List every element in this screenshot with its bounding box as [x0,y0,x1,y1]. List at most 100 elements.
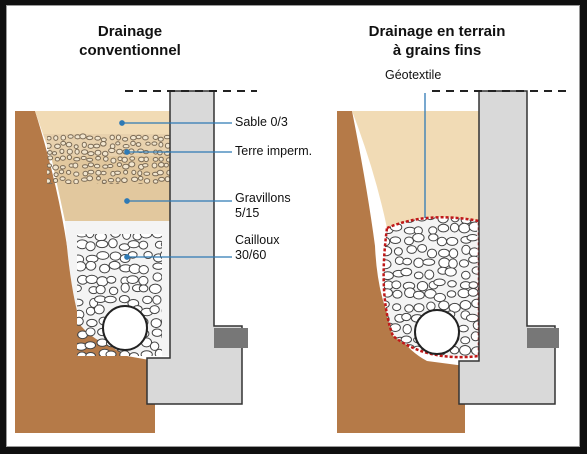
pebble [95,155,101,161]
pebble [95,239,109,249]
pebble [448,248,459,259]
pebble [66,169,72,175]
pebble [80,155,87,161]
pebble [59,155,66,161]
pebble [72,162,79,169]
pebble [161,316,162,326]
pebble [85,274,99,284]
pebble [95,284,106,295]
diagram-frame: Drainage conventionnel Drainage en terra… [6,5,580,447]
footing-shadow-left [214,328,248,348]
drain-pipe-left [102,305,148,351]
pebble [47,178,51,184]
pebble [135,134,142,140]
pebble [151,162,158,169]
pebble [404,236,414,246]
pebble [93,163,101,169]
pebble [438,248,450,258]
pebble [158,156,164,162]
pebble [101,183,107,184]
pebble [448,302,461,313]
pebble [428,233,439,242]
label-gravillons-line1: Gravillons [235,191,291,205]
pebble [392,303,402,312]
pebble [140,350,153,356]
pebble [158,176,166,182]
pebble [433,278,446,287]
pebble [406,245,418,254]
label-cailloux: Cailloux 30/60 [235,233,279,263]
pebble [93,304,105,315]
pebble [458,222,471,234]
pebble [459,345,472,356]
pebble [110,234,121,238]
pebble [149,341,160,351]
pebble [54,156,61,162]
pebble [161,331,162,341]
title-conventional: Drainage conventionnel [55,22,205,60]
pebble [426,248,438,259]
pebble [156,169,164,176]
pebble [426,301,436,311]
pebble [138,284,149,293]
pebble [138,175,144,181]
pebble [60,134,67,141]
foundation-wall-right [458,90,556,405]
pebble [81,149,89,155]
pebble [107,178,115,183]
pebble [151,328,162,337]
pebble [94,149,102,156]
pebble [401,312,412,322]
pebble [100,141,107,147]
right-panel [337,90,567,433]
pebble [87,143,95,149]
foundation-wall-left [146,90,243,405]
pebble [152,179,159,184]
pebble [79,133,87,140]
pebble [77,351,88,356]
title-fine-soil-line1: Drainage en terrain [368,23,506,40]
pebble [101,179,107,184]
pebble [400,335,412,344]
pebble [460,336,471,345]
title-fine-soil-line2: à grains fins [392,42,482,59]
pebble [73,171,80,177]
pebble [81,141,87,148]
pebble [85,260,97,271]
pebble [96,251,110,260]
pebble [392,289,403,299]
pebble [53,135,59,141]
pebble [59,165,66,170]
pebble [438,257,451,269]
pebble [151,141,158,146]
pebble [448,258,458,269]
pebble [130,140,136,146]
pebble [152,262,162,270]
pebble [74,148,80,155]
pebble [416,281,429,292]
pebble [123,169,129,175]
pebble [135,142,142,147]
pebble [84,341,97,350]
pebble [93,143,101,149]
pebble [166,157,170,163]
pebble [47,182,54,184]
pebble [163,162,169,168]
pebble [108,286,119,296]
pebble [143,178,151,184]
pebble [60,140,67,146]
pebble [446,236,459,246]
pebble [85,241,96,252]
pebble [404,304,414,313]
pebble [87,162,95,168]
leader-lines [119,93,426,260]
pebble [114,183,121,184]
pebble [424,269,435,280]
pebble [128,161,136,168]
pebble [86,318,98,328]
pebble [110,157,117,164]
pebble [87,169,95,175]
pebble [122,163,130,170]
pebble [103,156,109,162]
pebble [59,148,65,155]
